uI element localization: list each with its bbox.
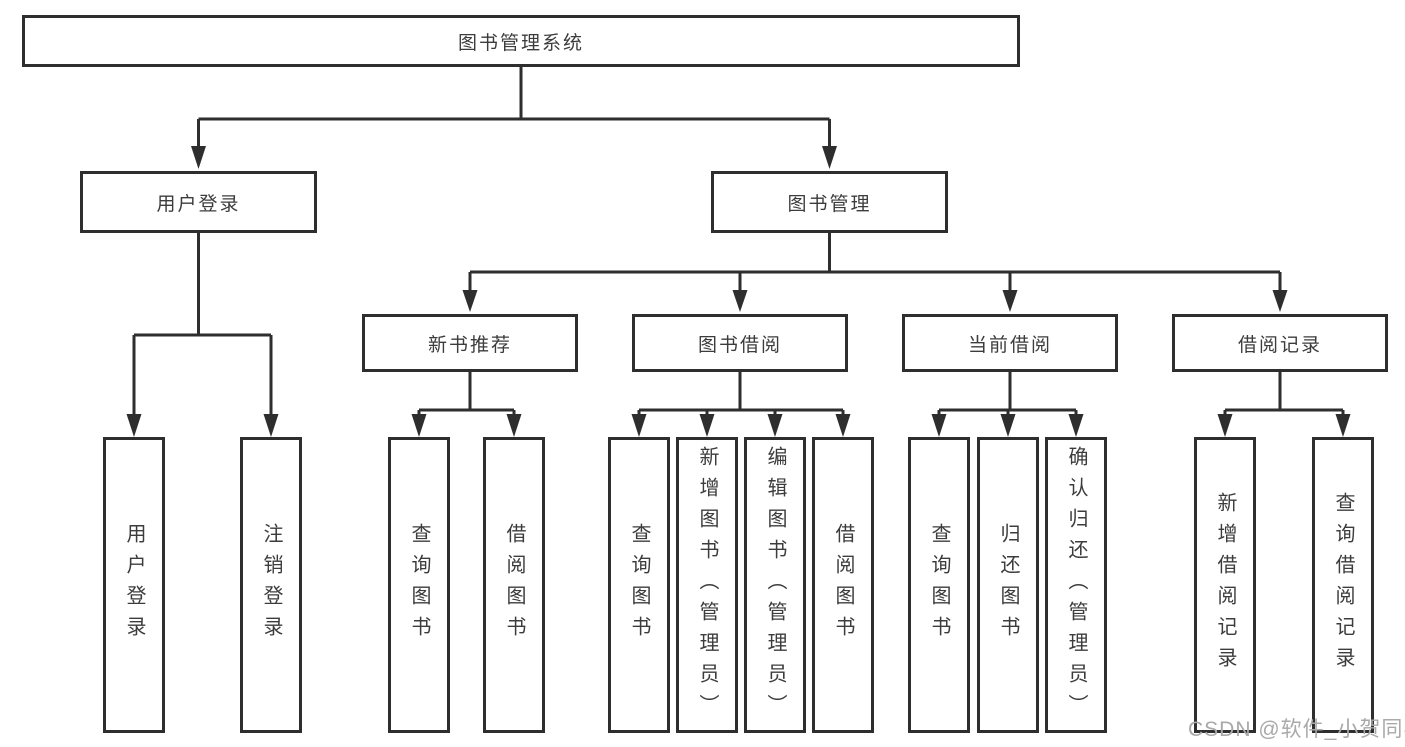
arrowhead-icon [263,414,279,437]
leaf-query-borrow-record: 查询借阅记录 [1312,437,1374,733]
leaf-add-borrow-record: 新增借阅记录 [1194,437,1256,733]
leaf-query-books-borrowing: 查询图书 [608,437,670,733]
arrowhead-icon [462,290,478,312]
arrowhead-icon [631,414,647,437]
leaf-confirm-return-admin: 确认归还（管理员） [1045,437,1107,733]
leaf-query-books-current: 查询图书 [908,437,970,733]
arrowhead-icon [931,414,947,437]
arrowhead-icon [1272,290,1288,312]
arrowhead-icon [191,146,206,169]
leaf-logout-login: 注销登录 [240,437,302,733]
leaf-add-book-admin: 新增图书（管理员） [676,437,738,733]
leaf-query-books-recommend: 查询图书 [388,437,450,733]
leaf-edit-book-admin: 编辑图书（管理员） [744,437,806,733]
leaf-user-login: 用户登录 [103,437,165,733]
watermark: CSDN @软件_小贺同学 [1188,718,1405,741]
arrowhead-icon [411,414,427,437]
node-current-borrowing: 当前借阅 [902,314,1118,372]
arrowhead-icon [1068,414,1084,437]
arrowhead-icon [1335,414,1351,437]
node-book-management: 图书管理 [711,171,948,233]
arrowhead-icon [1000,414,1016,437]
node-borrowing-records: 借阅记录 [1172,314,1388,372]
arrowhead-icon [126,414,142,437]
arrowhead-icon [732,290,748,312]
arrowhead-icon [767,414,783,437]
leaf-return-book: 归还图书 [977,437,1039,733]
node-user-login: 用户登录 [80,171,317,233]
node-book-borrowing: 图书借阅 [632,314,848,372]
arrowhead-icon [822,146,837,169]
arrowhead-icon [1002,290,1018,312]
connector-path [132,67,1345,417]
arrowhead-icon [1217,414,1233,437]
arrowhead-icon [835,414,851,437]
arrowhead-icon [506,414,522,437]
leaf-borrow-books-borrowing: 借阅图书 [812,437,874,733]
node-new-book-recommendation: 新书推荐 [362,314,578,372]
leaf-borrow-books-recommend: 借阅图书 [483,437,545,733]
arrowhead-icon [699,414,715,437]
node-root: 图书管理系统 [22,15,1020,67]
